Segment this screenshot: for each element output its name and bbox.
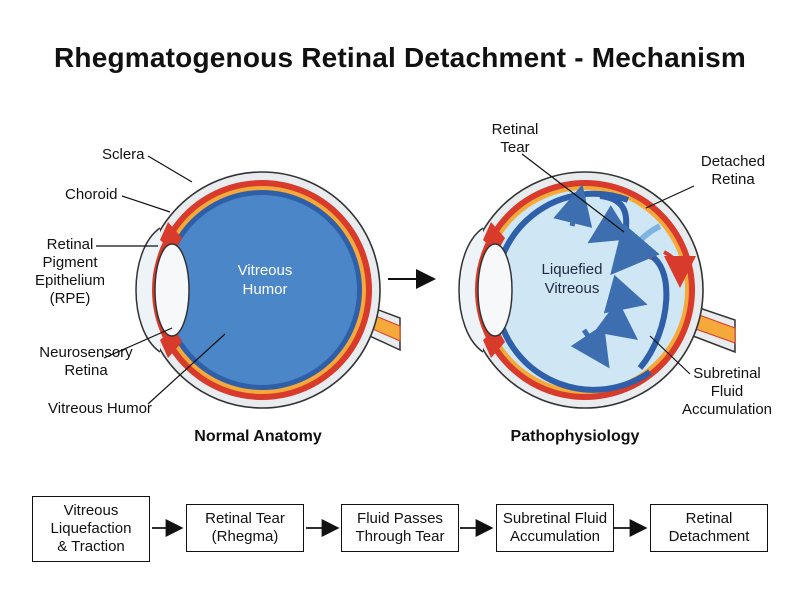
patho-cornea — [458, 227, 484, 353]
ciliary-body-top — [160, 222, 182, 252]
label-neuro-1: Neurosensory — [39, 344, 133, 361]
label-tear-2: Tear — [500, 139, 529, 156]
cornea — [135, 227, 161, 353]
label-rpe-3: Epithelium — [35, 272, 105, 289]
normal-caption: Normal Anatomy — [194, 428, 322, 445]
patho-caption: Pathophysiology — [511, 428, 640, 445]
patho-center-label-2: Vitreous — [545, 280, 600, 297]
flow-step-5: Retinal Detachment — [650, 504, 768, 552]
label-fluid-1: Subretinal — [693, 365, 761, 382]
fluid-flow-arrows — [553, 184, 648, 369]
patho-ciliary-bottom — [483, 328, 505, 358]
vitreous-humor — [167, 195, 357, 385]
label-rpe-2: Pigment — [42, 254, 98, 271]
flow-step-3: Fluid Passes Through Tear — [341, 504, 459, 552]
traction-arrow — [663, 250, 696, 288]
label-neuro-2: Retina — [64, 362, 108, 379]
fluid-entry-arrow — [610, 223, 662, 276]
patho-ciliary-top — [483, 222, 505, 252]
patho-lens — [477, 243, 513, 337]
normal-center-label-1: Vitreous — [238, 262, 293, 279]
ciliary-body-bottom — [160, 328, 182, 358]
label-detached-2: Retina — [711, 171, 755, 188]
patho-leaders — [521, 153, 695, 375]
normal-center-label-2: Humor — [242, 281, 287, 298]
label-sclera: Sclera — [102, 146, 145, 163]
label-choroid: Choroid — [65, 186, 118, 203]
label-fluid-3: Accumulation — [682, 401, 772, 418]
lens — [154, 243, 190, 337]
flow-step-1: Vitreous Liquefaction & Traction — [32, 496, 150, 562]
normal-leaders — [96, 155, 226, 405]
normal-eye: Vitreous Humor — [135, 171, 401, 409]
page-title: Rhegmatogenous Retinal Detachment - Mech… — [53, 42, 746, 73]
flow-step-2: Retinal Tear (Rhegma) — [186, 504, 304, 552]
patho-center-label-1: Liquefied — [542, 261, 603, 278]
label-vitreous-humor: Vitreous Humor — [48, 400, 152, 417]
label-rpe-1: Retinal — [47, 236, 94, 253]
label-detached-1: Detached — [701, 153, 765, 170]
label-fluid-2: Fluid — [711, 383, 744, 400]
patho-eye: Liquefied Vitreous — [458, 171, 736, 409]
flow-step-4: Subretinal Fluid Accumulation — [496, 504, 614, 552]
label-rpe-4: (RPE) — [50, 290, 91, 307]
label-tear-1: Retinal — [492, 121, 539, 138]
